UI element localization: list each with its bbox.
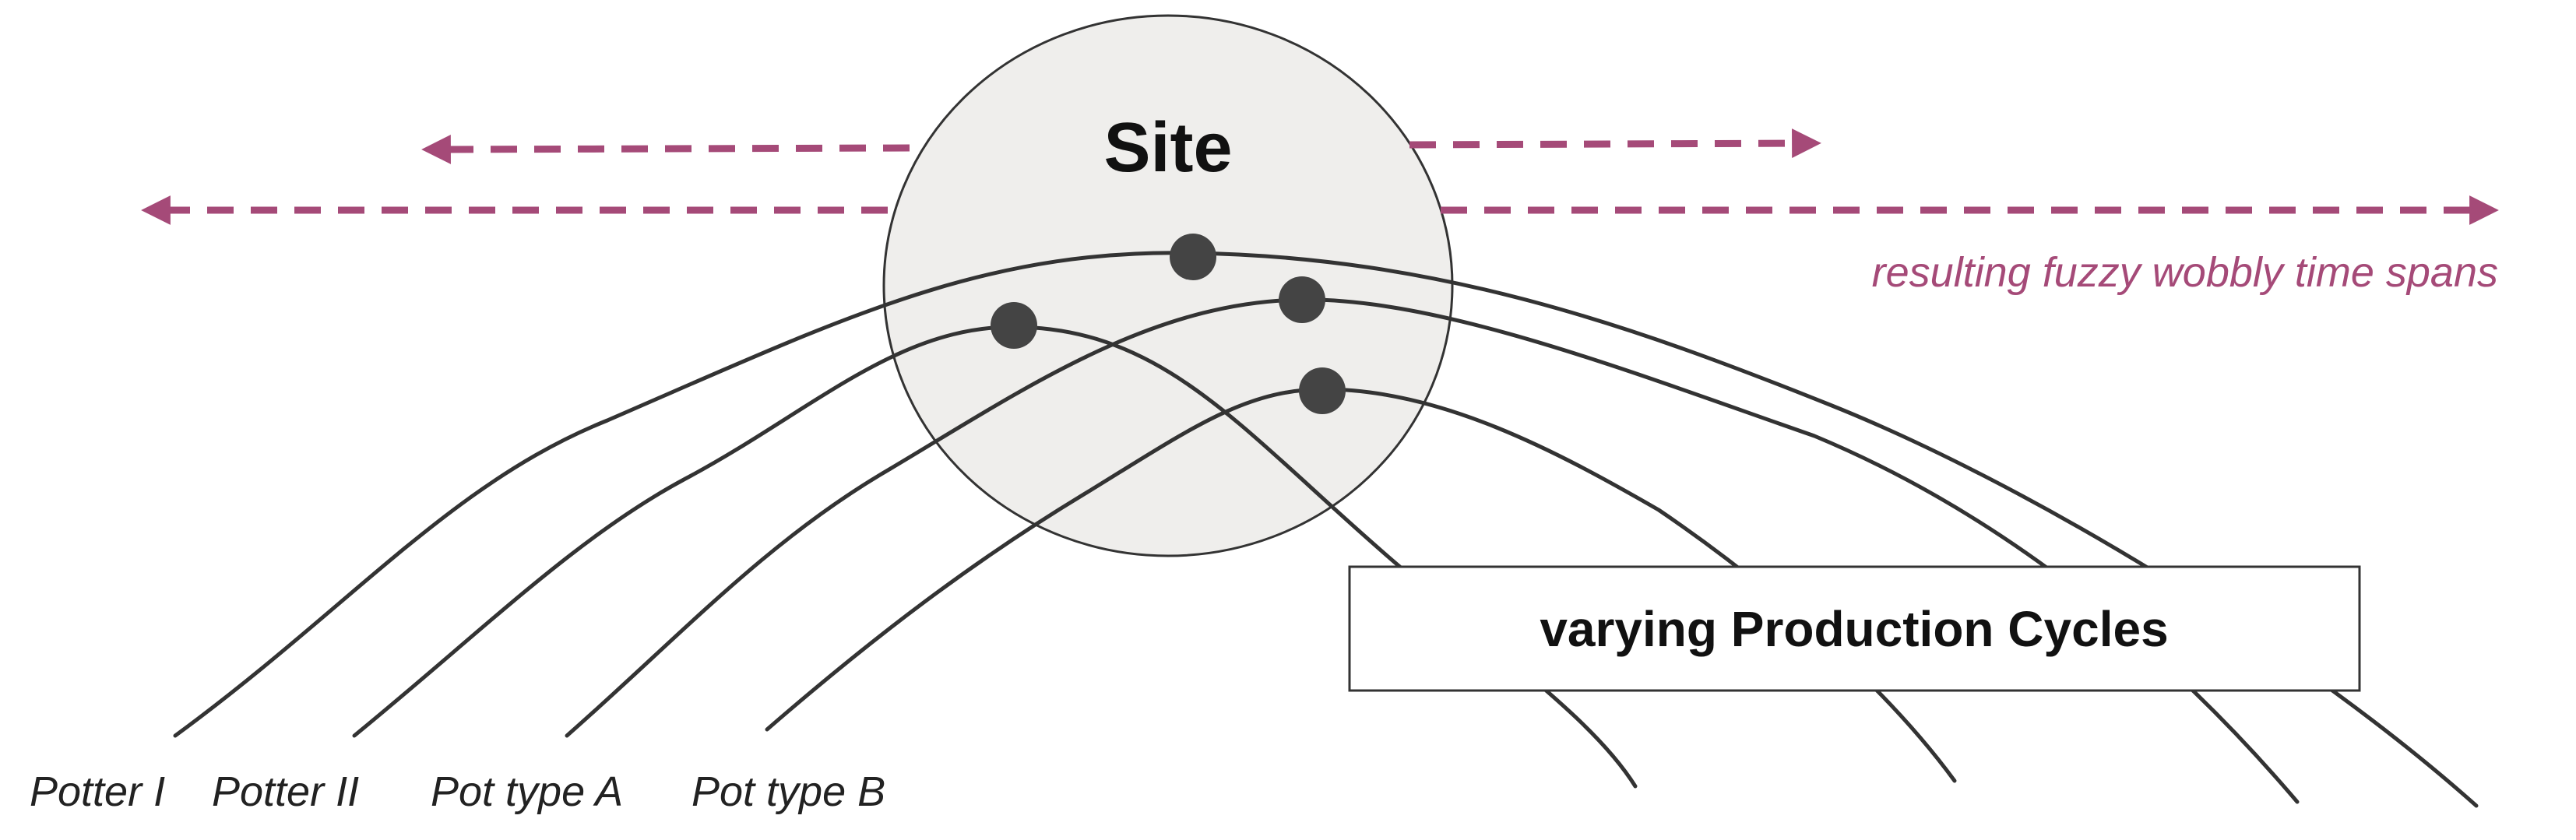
point-potter-ii [991, 302, 1037, 349]
production-cycles-label: varying Production Cycles [1540, 601, 2168, 657]
site-label: Site [1103, 109, 1232, 187]
time-span-arrow-upper-right [1409, 128, 1821, 158]
curve-label-potter-ii: Potter II [212, 768, 359, 815]
curve-label-potter-i: Potter I [30, 768, 165, 815]
time-span-arrow-upper-left [421, 135, 910, 164]
curve-label-pot-type-b: Pot type B [692, 768, 885, 815]
production-cycles-box [1348, 565, 2361, 692]
curve-points [991, 234, 1346, 414]
curve-potter-i [173, 251, 2479, 808]
curve-pot-type-a [565, 297, 2300, 804]
curve-label-pot-type-a: Pot type A [431, 768, 623, 815]
point-pot-type-b [1299, 367, 1346, 414]
point-pot-type-a [1279, 276, 1325, 323]
time-span-arrows [141, 128, 2499, 225]
site-circle [882, 14, 1454, 557]
point-potter-i [1170, 234, 1216, 280]
time-spans-label: resulting fuzzy wobbly time spans [1872, 249, 2498, 296]
